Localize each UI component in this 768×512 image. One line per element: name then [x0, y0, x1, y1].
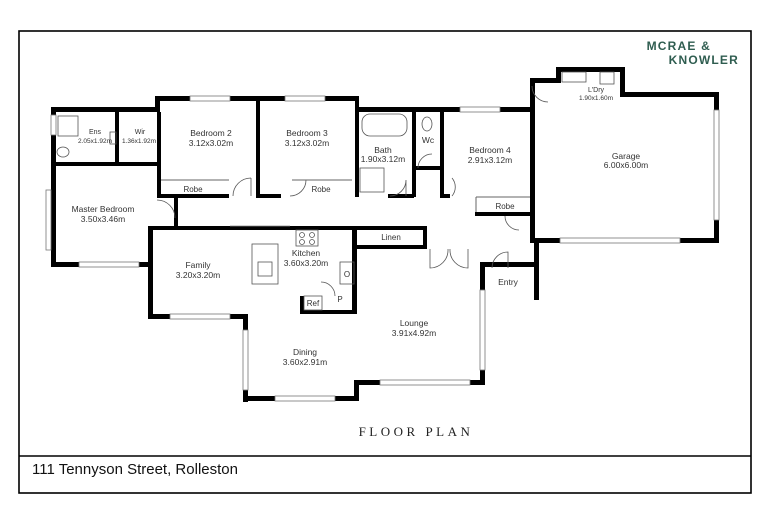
- bedroom4-name: Bedroom 4: [469, 145, 511, 155]
- bath-name: Bath: [374, 145, 392, 155]
- room-label-bedroom4: Bedroom 4 2.91x3.12m: [468, 145, 512, 165]
- master-name: Master Bedroom: [72, 204, 135, 214]
- door-swings: [156, 85, 549, 297]
- linen-label: Linen: [381, 233, 401, 242]
- page-border: [18, 30, 752, 494]
- dining-name: Dining: [293, 347, 317, 357]
- ensuite-size: 2.05x1.92m: [78, 138, 112, 145]
- bathroom-fixtures: [56, 113, 433, 193]
- garage-name: Garage: [612, 151, 641, 161]
- room-label-bedroom2: Bedroom 2 3.12x3.02m: [189, 128, 233, 148]
- laundry-size: 1.90x1.60m: [579, 95, 613, 102]
- room-label-entry: Entry: [498, 277, 519, 287]
- entry-name: Entry: [498, 277, 519, 287]
- bedroom3-size: 3.12x3.02m: [285, 138, 329, 148]
- floor-plan-title: FLOOR PLAN: [359, 424, 474, 439]
- kitchen-fixtures: [230, 225, 355, 311]
- wir-size: 1.36x1.92m: [122, 138, 156, 145]
- laundry-name: L'Dry: [588, 87, 605, 94]
- bedroom2-size: 3.12x3.02m: [189, 138, 233, 148]
- robe-label-bedroom4: Robe: [495, 202, 515, 211]
- windows: [45, 95, 720, 402]
- robe-label-bedroom3: Robe: [311, 185, 331, 194]
- fridge-label: Ref: [307, 299, 320, 308]
- lounge-name: Lounge: [400, 318, 429, 328]
- laundry-fixtures: [561, 71, 615, 85]
- master-size: 3.50x3.46m: [81, 214, 125, 224]
- ensuite-name: Ens: [89, 129, 102, 136]
- room-label-bath: Bath 1.90x3.12m: [361, 145, 405, 164]
- brand-line-2: KNOWLER: [669, 53, 739, 67]
- room-label-lounge: Lounge 3.91x4.92m: [392, 318, 436, 338]
- bedroom3-name: Bedroom 3: [286, 128, 328, 138]
- interior-walls: [51, 96, 535, 314]
- robe-label-bedroom2: Robe: [183, 185, 203, 194]
- kitchen-size: 3.60x3.20m: [284, 258, 328, 268]
- room-label-dining: Dining 3.60x2.91m: [283, 347, 327, 367]
- room-label-ensuite: Ens 2.05x1.92m: [78, 129, 112, 145]
- wir-name: Wir: [135, 129, 146, 136]
- family-name: Family: [185, 260, 211, 270]
- bedroom2-name: Bedroom 2: [190, 128, 232, 138]
- room-label-kitchen: Kitchen 3.60x3.20m: [284, 248, 328, 268]
- room-label-garage: Garage 6.00x6.00m: [604, 151, 648, 170]
- pantry-label: P: [337, 295, 342, 304]
- brand-line-1: MCRAE &: [647, 39, 711, 53]
- room-label-master: Master Bedroom 3.50x3.46m: [72, 204, 135, 224]
- room-label-bedroom3: Bedroom 3 3.12x3.02m: [285, 128, 329, 148]
- room-label-wc: Wc: [422, 135, 435, 145]
- oven-label: O: [344, 270, 350, 279]
- robe-dividers: [161, 179, 530, 212]
- wc-name: Wc: [422, 135, 435, 145]
- room-label-wir: Wir 1.36x1.92m: [122, 129, 156, 145]
- room-label-family: Family 3.20x3.20m: [176, 260, 220, 280]
- garage-size: 6.00x6.00m: [604, 160, 648, 170]
- bath-size: 1.90x3.12m: [361, 154, 405, 164]
- room-label-laundry: L'Dry 1.90x1.60m: [579, 87, 613, 102]
- family-size: 3.20x3.20m: [176, 270, 220, 280]
- lounge-size: 3.91x4.92m: [392, 328, 436, 338]
- property-address: 111 Tennyson Street, Rolleston: [32, 461, 238, 478]
- bedroom4-size: 2.91x3.12m: [468, 155, 512, 165]
- dining-size: 3.60x2.91m: [283, 357, 327, 367]
- kitchen-name: Kitchen: [292, 248, 321, 258]
